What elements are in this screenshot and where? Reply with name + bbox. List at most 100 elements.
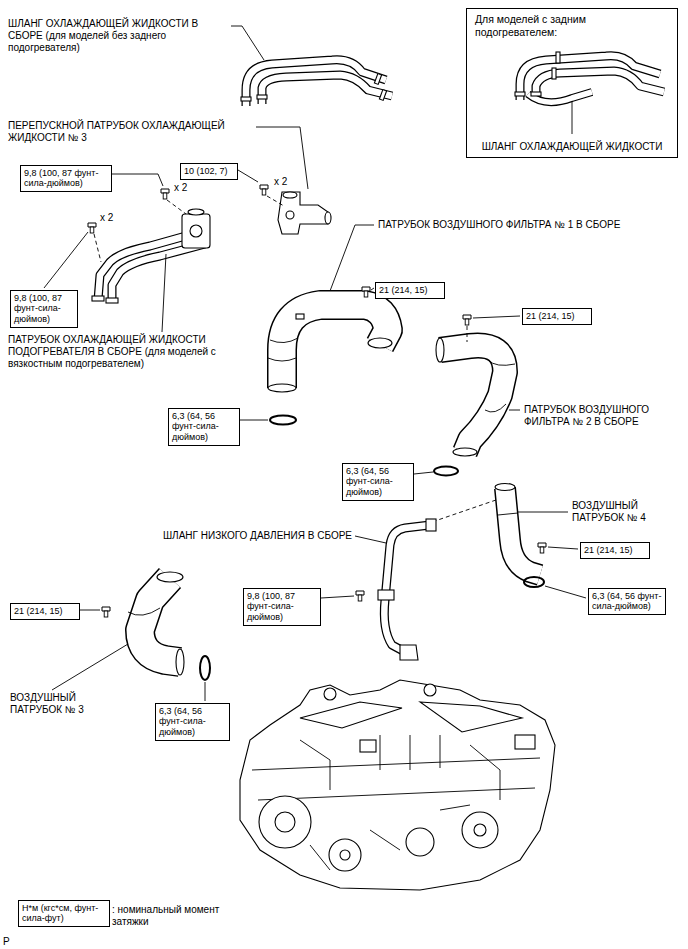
heater-pipe-part [190,225,202,237]
leader-line [167,200,186,214]
leader-line [548,547,578,549]
engine-illustration-part [424,684,436,696]
low-pressure-hose-part [384,525,430,652]
torque-box: 21 (214, 15) [580,542,650,559]
torque-box: 9,8 (100, 87 фунт-сила-дюймов) [20,165,112,192]
leader-line [518,512,568,513]
air-pipe-1-part [362,287,370,297]
air-pipe-1-part [368,338,392,348]
leader-line [44,232,88,288]
coolant-hose-part [379,90,386,101]
engine-illustration-part [515,735,535,749]
low-pressure-hose [356,519,436,660]
box-text: Н*м (кгс*см, фунт-сила-фут) [22,903,106,924]
box-text: 21 (214, 15) [526,311,588,321]
inset-panel: Для моделей с задним подогревателем:ШЛАН… [466,8,678,158]
air-tube-4 [495,484,546,588]
low-pressure-hose-part [400,645,418,660]
leader-line [545,586,586,598]
bypass-pipe-part [260,185,268,195]
leader-line [240,420,268,421]
leader-line [112,174,163,186]
legend-torque-box: Н*м (кгс*см, фунт-сила-фут) [18,900,110,927]
engine-illustration-part [406,828,434,856]
torque-box: 6,3 (64, 56 фунт-сила-дюймов) [342,463,414,501]
leader-line [355,536,386,543]
air-pipe-1-part [296,314,304,319]
coolant-hose-part [374,74,381,85]
low-pressure-hose-part [426,519,436,531]
part-label: ПАТРУБОК ВОЗДУШНОГО ФИЛЬТРА № 1 В СБОРЕ [378,219,678,231]
engine-illustration-part [324,688,336,700]
air-pipe-2-part [488,360,515,365]
air-pipe-2 [434,315,515,476]
engine-illustration-part [300,702,402,728]
engine-illustration-part [310,805,470,870]
heater-pipe-part [92,296,104,301]
air-pipe-1 [268,287,392,425]
box-text: 6,3 (64, 56 фунт-сила-дюймов) [346,466,410,497]
coolant-hose-rear-heater-part [552,68,556,79]
air-tube-3-part [140,578,180,662]
quantity-note: x 2 [174,182,198,194]
leader-line [371,288,374,290]
box-text: 6,3 (64, 56 фунт-сила-дюймов) [172,411,236,442]
air-pipe-2-part [440,346,505,452]
torque-box: 21 (214, 15) [375,282,445,299]
coolant-hose-rear-heater-part [528,92,592,102]
heater-pipe-part [112,244,205,302]
engine-illustration-part [380,735,440,770]
part-label: ШЛАНГ НИЗКОГО ДАВЛЕНИЯ В СБОРЕ [140,530,352,542]
heater-pipe-part [106,298,118,303]
leader-line [80,610,100,611]
engine-illustration-part [462,812,498,848]
air-tube-3-part [200,656,210,680]
part-label: ПАТРУБОК ОХЛАЖДАЮЩЕЙ ЖИДКОСТИ ПОДОГРЕВАТ… [8,334,263,370]
bypass-pipe-part [283,192,297,198]
bypass-pipe-part [325,212,331,224]
leader-line [330,225,374,291]
coolant-hose-part [241,97,251,101]
air-pipe-2-part [453,448,477,456]
leader-line [162,254,166,332]
leader-line [432,500,496,522]
part-label: ВОЗДУШНЫЙ ПАТРУБОК № 4 [572,500,672,524]
engine-illustration-part [259,796,311,848]
air-pipe-1-part [270,416,296,425]
torque-box: 9,8 (100, 87 фунт-сила-дюймов) [10,290,78,328]
heater-pipe-part [161,189,169,199]
quantity-note: P [3,936,17,948]
bypass-pipe-part [286,211,294,219]
torque-box: 6,3 (64, 56 фунт-сила-дюймов) [588,588,666,615]
engine-illustration-part [300,740,330,790]
leader-line [473,316,520,318]
leader-line [321,596,354,598]
coolant-hose-rear-heater-part [531,92,541,96]
leader-line [231,26,264,60]
part-label: ПЕРЕПУСКНОЙ ПАТРУБОК ОХЛАЖДАЮЩЕЙ ЖИДКОСТ… [8,120,253,144]
air-tube-4-part [505,488,540,575]
engine-illustration-part [252,758,540,770]
box-text: 21 (214, 15) [379,285,441,295]
part-label: ШЛАНГ ОХЛАЖДАЮЩЕЙ ЖИДКОСТИ В СБОРЕ (для … [8,18,226,54]
air-tube-3-part [102,607,110,617]
box-text: 9,8 (100, 87 фунт-сила-дюймов) [14,293,74,324]
low-pressure-hose-part [356,591,364,601]
engine-illustration-part [470,745,500,800]
coolant-hose-part [262,75,392,104]
leader-line [509,410,520,411]
torque-box: 6,3 (64, 56 фунт-сила-дюймов) [168,408,240,446]
leader-line [52,644,128,690]
leader-line [467,326,468,342]
coolant-hose-rear-heater-part [515,92,525,96]
air-pipe-1-part [268,384,296,392]
engine-illustration-part [329,839,361,871]
coolant-hose [241,60,392,106]
air-tube-3-part [176,649,184,675]
box-text: 6,3 (64, 56 фунт-сила-дюймов) [592,591,662,612]
box-text: 21 (214, 15) [14,606,76,616]
air-pipe-1-part [268,358,296,361]
quantity-note: x 2 [274,176,298,188]
heater-pipe-part [182,214,210,248]
